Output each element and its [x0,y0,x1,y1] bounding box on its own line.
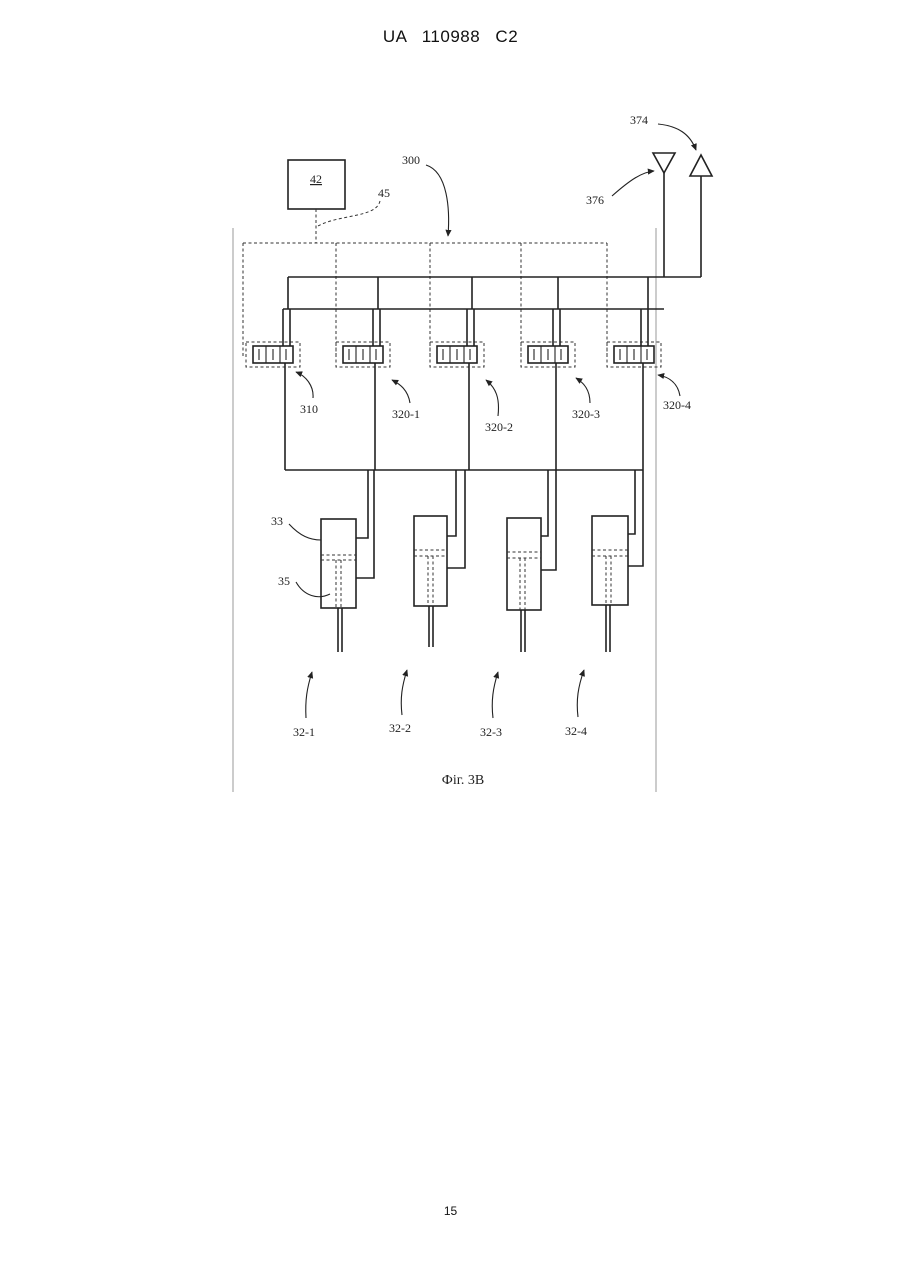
cylinder-32-1 [321,470,374,652]
label-35: 35 [278,574,290,588]
controller-42: 42 [288,160,345,243]
cylinder-32-4 [592,470,643,652]
arrow-300 [426,165,449,236]
arrow-376 [612,171,654,196]
label-300: 300 [402,153,420,167]
arrow-320-2 [486,380,499,416]
arrow-320-4 [658,375,680,396]
valve-320-1 [336,309,390,470]
arrow-32-3 [492,672,498,718]
arrow-32-2 [401,670,407,715]
label-valve-320-2: 320-2 [485,420,513,434]
label-33: 33 [271,514,283,528]
arrow-320-3 [576,378,590,403]
valve-320-3 [521,309,575,470]
label-actuator-32-2: 32-2 [389,721,411,735]
label-valve-320-1: 320-1 [392,407,420,421]
label-valve-320-3: 320-3 [572,407,600,421]
pressure-manifolds [283,277,701,309]
arrow-32-4 [577,670,584,717]
cylinder-32-3 [507,470,556,652]
label-actuator-32-4: 32-4 [565,724,587,738]
label-376: 376 [586,193,604,207]
arrow-32-1 [306,672,312,718]
label-valve-310: 310 [300,402,318,416]
valve-320-2 [430,309,484,470]
label-374: 374 [630,113,648,127]
valve-310 [246,309,300,470]
label-actuator-32-3: 32-3 [480,725,502,739]
label-45: 45 [378,186,390,200]
label-actuator-32-1: 32-1 [293,725,315,739]
figure-caption: Фіг. 3В [442,773,484,788]
label-valve-320-4: 320-4 [663,398,691,412]
controller-label: 42 [310,172,322,186]
page-number: 15 [0,1204,901,1218]
arrow-374 [658,124,696,150]
tank-symbols [653,153,712,277]
valve-320-4 [607,309,661,470]
cylinder-32-2 [414,470,465,647]
arrow-310 [296,372,313,398]
arrow-320-1 [392,380,410,403]
leader-33 [289,524,321,540]
